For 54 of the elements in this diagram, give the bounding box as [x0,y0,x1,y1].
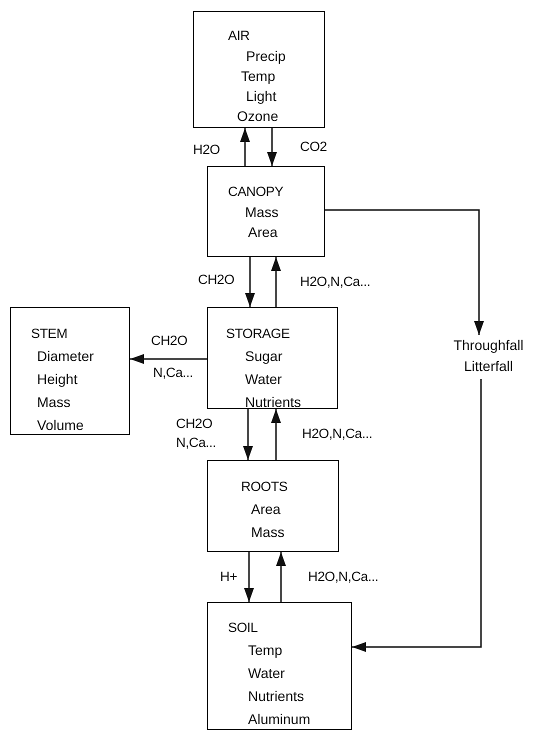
box-item: Litterfall [462,357,514,376]
compartment-box [193,11,325,128]
box-item: Mass [36,393,72,412]
arrow [267,128,277,166]
compartment-box [207,460,339,552]
arrow [245,257,255,307]
arrow [271,257,281,307]
edge-label: H2O,N,Ca... [300,273,370,291]
box-heading: STORAGE [225,325,291,343]
box-item: Height [36,370,78,389]
box-item: Water [244,370,283,389]
box-item: Nutrients [247,687,306,706]
flow-label: N,Ca... [153,364,193,382]
box-item: Aluminum [247,710,312,729]
edge-label: CH2O N,Ca... [176,415,217,452]
arrow [240,128,250,166]
box-heading: STEM [30,325,68,343]
box-item: Water [247,664,286,683]
box-item: Nutrients [244,393,302,412]
box-heading: CANOPY [227,183,284,201]
box-item: Temp [247,641,284,660]
box-item: Ozone [236,107,280,126]
box-heading: SOIL [227,619,259,637]
arrow [325,209,484,335]
box-item: Mass [250,523,286,542]
box-item: Volume [36,416,85,435]
compartment-box [207,166,325,257]
box-heading: AIR [227,27,251,45]
arrow [271,409,281,460]
edge-label: H2O,N,Ca... [302,425,372,443]
arrow [243,409,253,460]
arrow [276,552,286,602]
arrow [352,379,482,652]
edge-label: CH2O [198,271,234,289]
box-item: Sugar [244,347,284,366]
box-item: Throughfall [452,336,525,355]
box-item: Mass [244,203,280,222]
edge-label: H2O [193,141,220,159]
arrow [130,354,207,364]
box-item: Precip [245,47,287,66]
compartment-box [207,307,338,409]
edge-label: CH2O [151,332,188,350]
box-item: Light [245,87,278,106]
compartment-box [207,602,352,730]
box-item: Diameter [36,347,95,366]
edge-label: CO2 [300,138,327,156]
edge-label: H+ [220,568,238,586]
box-item: Area [250,500,282,519]
arrow [244,552,254,602]
edge-label: H2O,N,Ca... [308,568,378,586]
box-item: Temp [240,67,276,86]
compartment-box [10,307,130,435]
box-heading: ROOTS [240,478,289,496]
box-item: Area [247,223,279,242]
